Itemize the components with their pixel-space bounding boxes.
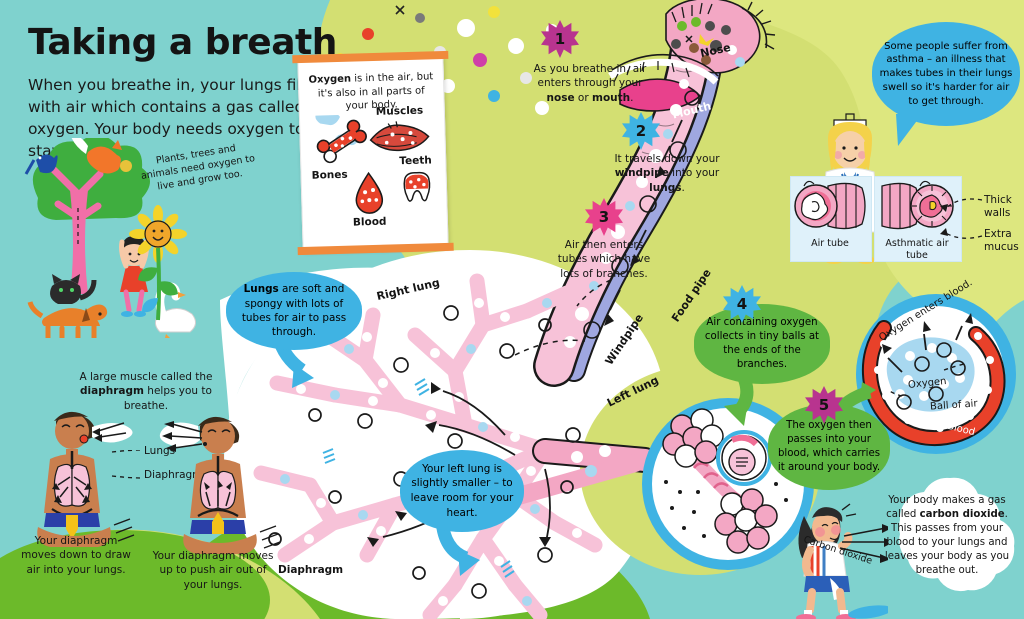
step-4-text: Air containing oxygen collects in tiny b…: [704, 317, 820, 370]
step-3-badge: 3: [585, 198, 623, 236]
step-5-number: 5: [818, 396, 830, 414]
step-2-badge: 2: [622, 112, 660, 150]
asthma-bubble-tail: [896, 114, 922, 146]
poster-heading: Oxygen: [308, 73, 352, 86]
girl-exhaling-icon: [796, 503, 888, 619]
step-1-text: As you breathe in, air enters through yo…: [533, 63, 647, 104]
poster-label-bones: Bones: [311, 168, 348, 182]
left-lung-bubble: Your left lung is slightly smaller – to …: [400, 450, 524, 532]
label-diaphragm-band: Diaphragm: [278, 564, 344, 576]
step-4-bubble: Air containing oxygen collects in tiny b…: [694, 304, 830, 384]
muscle-icon: [369, 121, 430, 152]
step-1-number: 1: [554, 30, 566, 48]
step-5-bubble: The oxygen then passes into your blood, …: [768, 404, 890, 490]
asthma-bubble-text: Some people suffer from asthma – an illn…: [879, 40, 1013, 107]
breathe-out-caption: Your diaphragm moves up to push air out …: [152, 550, 274, 591]
poster-label-blood: Blood: [352, 215, 387, 229]
step-2-number: 2: [635, 122, 647, 140]
asthmatic-tube-icon: [881, 180, 954, 230]
page-title: Taking a breath: [28, 22, 337, 63]
poster-label-muscles: Muscles: [375, 104, 424, 118]
poster-label-teeth: Teeth: [399, 154, 432, 168]
blood-drop-icon: [355, 171, 384, 214]
diaphragm-pointer-leaders: [111, 450, 143, 479]
step-3-number: 3: [598, 208, 610, 226]
breathe-in-figure: [37, 411, 135, 547]
nature-scene: [24, 138, 196, 338]
tube-callout-leaders: [940, 198, 983, 239]
lungs-spongy-bubble: Lungs are soft and spongy with lots of t…: [226, 272, 362, 350]
carbon-dioxide-cloud: [898, 477, 1015, 592]
airway-illustration: [533, 0, 776, 387]
lungs-spongy-text: Lungs are soft and spongy with lots of t…: [241, 283, 347, 339]
extra-mucus-label: Extra mucus: [984, 228, 1019, 254]
step-1-badge: 1: [541, 20, 579, 58]
step-5-text: The oxygen then passes into your blood, …: [777, 420, 881, 473]
air-tube-icon: [794, 180, 866, 230]
asthma-bubble: Some people suffer from asthma – an illn…: [872, 22, 1020, 126]
bone-icon: [315, 114, 367, 164]
breathe-in-caption: Your diaphragm moves down to draw air in…: [21, 535, 131, 576]
step-2-text: It travels down your windpipe into your …: [614, 153, 720, 194]
asthmatic-tube-label: Asthmatic air tube: [885, 238, 949, 261]
step-4-number: 4: [736, 295, 748, 313]
air-tube-label: Air tube: [811, 238, 849, 249]
oxygen-poster: Oxygen is in the air, but it's also in a…: [292, 50, 454, 256]
step-3-pointer: [576, 279, 612, 307]
step-3-text: Air then enters tubes which have lots of…: [557, 239, 651, 280]
left-lung-text: Your left lung is slightly smaller – to …: [410, 462, 514, 519]
diaphragm-intro: A large muscle called the diaphragm help…: [79, 371, 213, 412]
thick-walls-label: Thick walls: [984, 194, 1012, 220]
tooth-icon: [403, 171, 431, 202]
blood-exchange-diagram: [856, 294, 1016, 454]
step-4-badge: 4: [723, 285, 761, 323]
diaphragm-pointer-label: Diaphragm: [144, 469, 203, 481]
breathe-out-figure: [159, 416, 280, 554]
carbon-dioxide-text: Your body makes a gas called carbon diox…: [884, 495, 1010, 577]
step-4-arrow: [724, 378, 754, 426]
step-5-badge: 5: [805, 386, 843, 424]
